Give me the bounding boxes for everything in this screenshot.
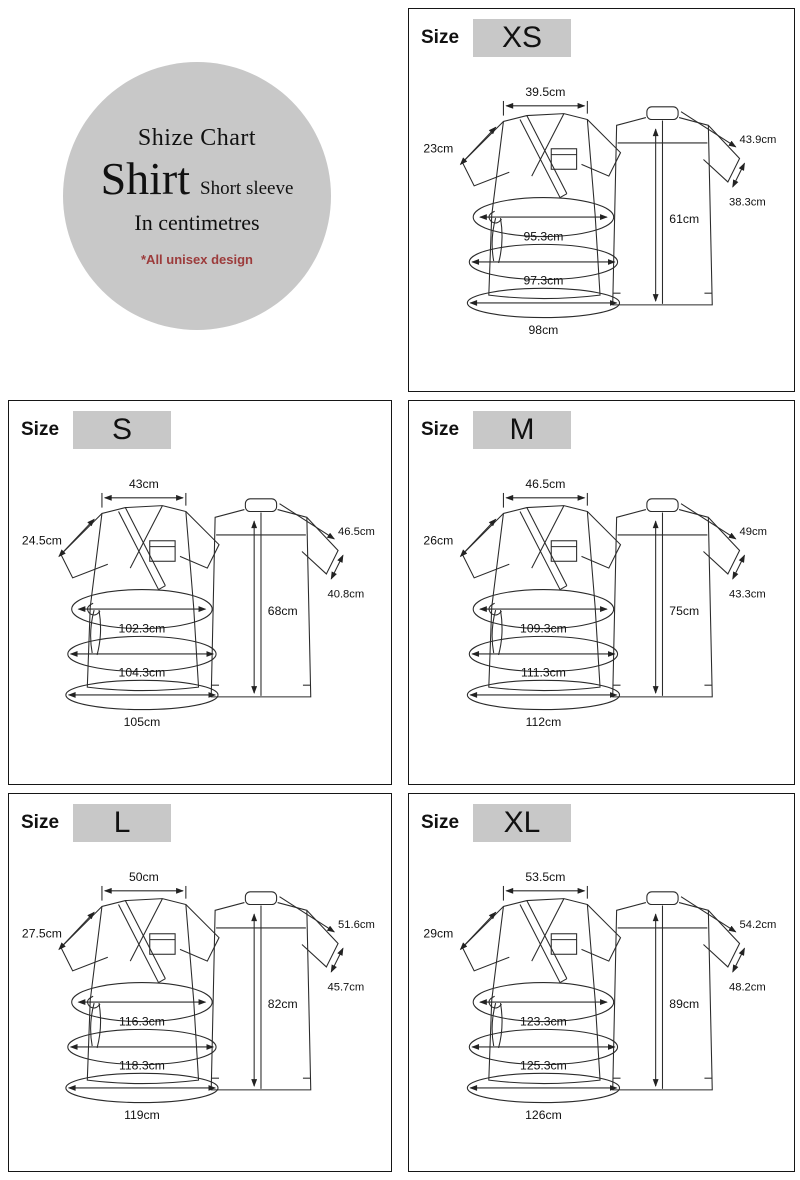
size-panel-m: Size M [408, 400, 795, 785]
measure-waist: 111.3cm [521, 665, 566, 679]
shirt-front-drawing [60, 505, 220, 711]
shirt-measurement-diagram: 43cm 24.5cm 46.5cm 40.8cm 102.3cm 68cm 1… [22, 477, 375, 729]
dimension-arrows [459, 100, 745, 306]
size-panel-xl: Size XL [408, 793, 795, 1172]
measure-waist: 118.3cm [119, 1058, 165, 1072]
measure-chest: 109.3cm [520, 621, 567, 635]
panel-header: Size XS [421, 19, 794, 57]
measure-chest: 102.3cm [119, 621, 166, 635]
measure-hem: 105cm [124, 715, 161, 729]
measure-body-length: 82cm [268, 997, 298, 1011]
measure-waist: 125.3cm [520, 1058, 567, 1072]
product-line: Shirt Short sleeve [100, 152, 294, 205]
measure-hem: 119cm [124, 1108, 160, 1122]
measure-body-length: 68cm [268, 604, 298, 618]
measure-sleeve-opening: 38.3cm [729, 196, 766, 208]
dimension-arrows [459, 492, 745, 698]
measure-sleeve-opening: 45.7cm [327, 981, 364, 993]
measure-body-length: 89cm [669, 997, 699, 1011]
size-panel-s: Size S [8, 400, 392, 785]
size-label: Size [21, 812, 60, 833]
measure-shoulder-width: 46.5cm [525, 477, 565, 491]
measure-shoulder-width: 43cm [129, 477, 159, 491]
dimension-labels: 53.5cm 29cm 54.2cm 48.2cm 123.3cm 89cm 1… [423, 870, 776, 1122]
shirt-measurement-diagram: 53.5cm 29cm 54.2cm 48.2cm 123.3cm 89cm 1… [423, 870, 776, 1122]
measure-back-shoulder: 51.6cm [338, 919, 375, 931]
measure-shoulder-width: 50cm [129, 870, 159, 884]
size-value-badge: XL [473, 804, 572, 842]
shirt-front-drawing [461, 113, 622, 319]
dimension-labels: 43cm 24.5cm 46.5cm 40.8cm 102.3cm 68cm 1… [22, 477, 375, 729]
measure-sleeve-opening: 48.2cm [729, 981, 766, 993]
unisex-note: *All unisex design [141, 252, 253, 268]
measure-back-shoulder: 43.9cm [740, 134, 777, 146]
dimension-labels: 39.5cm 23cm 43.9cm 38.3cm 95.3cm 61cm 97… [423, 85, 776, 337]
size-label: Size [421, 812, 460, 833]
measure-sleeve-opening: 40.8cm [327, 588, 364, 600]
measure-back-shoulder: 46.5cm [338, 526, 375, 538]
measure-sleeve-opening: 43.3cm [729, 588, 766, 600]
measure-body-length: 61cm [669, 212, 699, 226]
size-panel-l: Size L [8, 793, 392, 1172]
dimension-arrows [58, 885, 344, 1091]
brand-circle: Shize Chart Shirt Short sleeve In centim… [63, 62, 331, 330]
size-label: Size [421, 419, 460, 440]
measure-back-shoulder: 49cm [740, 526, 767, 538]
measure-sleeve-length: 26cm [423, 534, 453, 548]
measure-waist: 104.3cm [119, 665, 166, 679]
measure-sleeve-length: 29cm [423, 927, 453, 941]
dimension-arrows [459, 885, 745, 1091]
shirt-front-drawing [60, 898, 220, 1104]
measure-body-length: 75cm [669, 604, 699, 618]
shirt-back-drawing [210, 498, 339, 698]
size-label: Size [21, 419, 60, 440]
measure-chest: 95.3cm [523, 229, 563, 243]
shirt-measurement-diagram: 39.5cm 23cm 43.9cm 38.3cm 95.3cm 61cm 97… [423, 85, 776, 337]
size-value-badge: XS [473, 19, 572, 57]
measure-shoulder-width: 53.5cm [525, 870, 565, 884]
product-name: Shirt [100, 152, 191, 204]
measure-sleeve-length: 23cm [423, 142, 453, 156]
measure-waist: 97.3cm [523, 273, 563, 287]
unit-note: In centimetres [134, 210, 260, 236]
chart-title: Shize Chart [137, 124, 257, 151]
measure-hem: 126cm [525, 1108, 562, 1122]
measure-hem: 98cm [529, 323, 559, 337]
measure-shoulder-width: 39.5cm [525, 85, 565, 99]
size-panel-xs: Size XS [408, 8, 795, 392]
measure-chest: 116.3cm [119, 1014, 165, 1028]
measure-hem: 112cm [526, 715, 562, 729]
measure-back-shoulder: 54.2cm [740, 919, 777, 931]
dimension-labels: 50cm 27.5cm 51.6cm 45.7cm 116.3cm 82cm 1… [22, 870, 375, 1122]
measure-sleeve-length: 27.5cm [22, 927, 62, 941]
dimension-labels: 46.5cm 26cm 49cm 43.3cm 109.3cm 75cm 111… [423, 477, 767, 729]
product-variant: Short sleeve [200, 177, 294, 199]
panel-header: Size L [21, 804, 391, 842]
size-value-badge: L [73, 804, 172, 842]
panel-header: Size S [21, 411, 391, 449]
shirt-measurement-diagram: 50cm 27.5cm 51.6cm 45.7cm 116.3cm 82cm 1… [22, 870, 375, 1122]
measure-sleeve-length: 24.5cm [22, 534, 62, 548]
panel-header: Size XL [421, 804, 794, 842]
size-value-badge: S [73, 411, 172, 449]
panel-header: Size M [421, 411, 794, 449]
measure-chest: 123.3cm [520, 1014, 567, 1028]
shirt-measurement-diagram: 46.5cm 26cm 49cm 43.3cm 109.3cm 75cm 111… [423, 477, 767, 729]
size-value-badge: M [473, 411, 572, 449]
dimension-arrows [58, 492, 344, 698]
size-label: Size [421, 27, 460, 48]
